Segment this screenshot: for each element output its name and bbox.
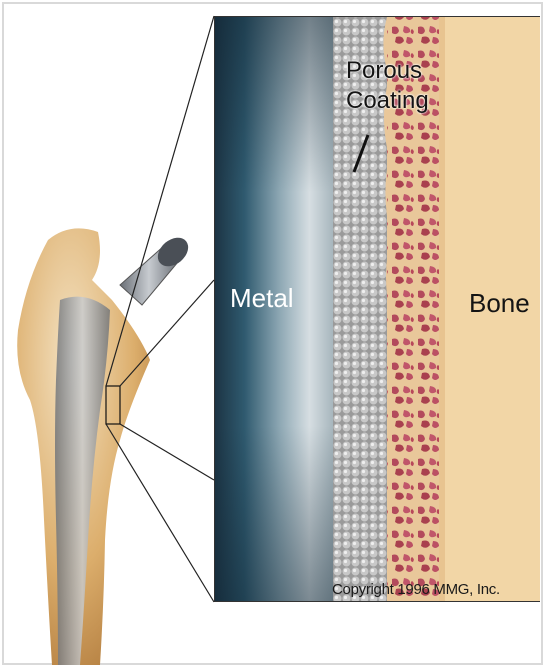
porous-coating-label: Porous Coating	[346, 56, 429, 116]
copyright-text: Copyright 1996 MMG, Inc.	[332, 581, 500, 598]
porous-coating-label-line2: Coating	[346, 86, 429, 116]
bone-label: Bone	[469, 288, 530, 319]
porous-coating-label-line1: Porous	[346, 56, 429, 86]
metal-label: Metal	[230, 283, 294, 314]
